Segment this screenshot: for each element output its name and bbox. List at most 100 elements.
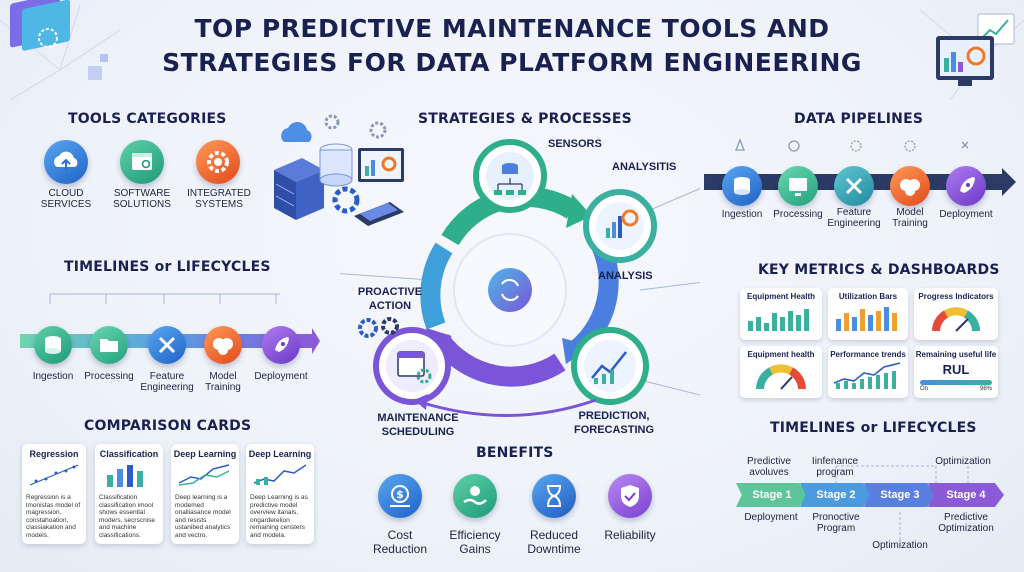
analysis-chart-icon (606, 228, 610, 238)
gear-icon-small (416, 368, 432, 384)
pipeline-label-5: Deployment (939, 209, 993, 220)
tools-icon (148, 326, 186, 364)
label-sensors: SENSORS (548, 138, 602, 150)
monitor-icon (778, 166, 818, 206)
corner-decoration-left (0, 0, 121, 101)
rocket-icon (262, 326, 300, 364)
rul-value: RUL (942, 362, 970, 377)
analytics-monitor-icon (358, 148, 404, 182)
stage-4-arrow: Stage 4 (928, 483, 1004, 507)
flask-icon (735, 138, 745, 151)
bar-chart-icon (748, 309, 809, 331)
pipeline-label-1: Ingestion (721, 209, 763, 220)
tools-heading: TOOLS CATEGORIES (68, 111, 227, 127)
screen-stack-icon (10, 0, 70, 51)
timeline-left-label-1: Ingestion (32, 371, 74, 382)
metric-title: Progress Indicators (918, 292, 994, 301)
metric-panel-performance: Performance trends (828, 346, 908, 398)
metric-panel-progress: Progress Indicators (914, 288, 998, 340)
metric-panel-equipment-health: Equipment Health (740, 288, 822, 340)
timeline-right-bottom-1: Deployment (744, 512, 798, 523)
tools-icon (834, 166, 874, 206)
page-title: TOP PREDICTIVE MAINTENANCE TOOLS AND STR… (0, 12, 1024, 80)
stage-1-arrow: Stage 1 (736, 483, 808, 507)
timeline-left-label-5: Deployment (254, 371, 308, 382)
gear-icon-dark (381, 317, 399, 335)
comparison-card-deep-learning-2: Deep Learning Deep Learning is as predic… (246, 444, 314, 544)
stage-2-arrow: Stage 2 (800, 483, 872, 507)
gear-icon (196, 140, 240, 184)
rocket-icon (946, 166, 986, 206)
card-title: Deep Learning (248, 449, 312, 459)
cloud-icon (281, 121, 312, 142)
metric-title: Performance trends (830, 350, 906, 359)
hourglass-icon (532, 474, 576, 518)
tools-outline-icon (961, 141, 969, 149)
database-cylinder-icon (319, 143, 353, 187)
line-chart-icon (833, 362, 901, 389)
label-analysitis: ANALYSITIS (612, 161, 677, 173)
comparison-heading: COMPARISON CARDS (84, 418, 252, 434)
label-prediction-forecasting: PREDICTION,FORECASTING (573, 410, 655, 436)
comparison-card-regression: Regression Regression is a lmonistas mod… (22, 444, 86, 544)
folder-icon (90, 326, 128, 364)
svg-text:$: $ (396, 488, 404, 501)
shield-check-icon (608, 474, 652, 518)
metric-panel-utilization: Utilization Bars (828, 288, 908, 340)
scatter-mini-icon (29, 464, 79, 486)
timelines-left-heading: TIMELINES or LIFECYCLES (64, 259, 271, 275)
comparison-card-deep-learning-1: Deep Learning Deep learning is a modemed… (171, 444, 239, 544)
pipeline-label-2: Processing (773, 209, 823, 220)
gear-icon-blue (358, 318, 378, 338)
network-icon (788, 140, 800, 152)
card-text: Regression is a lmonistas model of magre… (26, 494, 81, 539)
card-text: Deep learning is a modemed onalliasance … (175, 494, 231, 539)
bars-mini-icon (107, 465, 143, 487)
metrics-heading: KEY METRICS & DASHBOARDS (758, 262, 1000, 278)
timelines-right-heading: TIMELINES or LIFECYCLES (770, 420, 977, 436)
card-title: Deep Learning (173, 449, 237, 459)
corner-decoration-right (920, 9, 1024, 101)
metric-title: Utilization Bars (838, 292, 898, 301)
gear-small-icon (324, 114, 340, 130)
stage-3-arrow: Stage 3 (864, 483, 936, 507)
title-line-1: TOP PREDICTIVE MAINTENANCE TOOLS AND (194, 14, 830, 43)
line-mini-icon (178, 464, 230, 486)
strategy-cycle-diagram (340, 139, 700, 417)
gauge-icon (756, 364, 806, 390)
hand-coin-icon (453, 474, 497, 518)
timeline-right-top-4: Optimization (935, 456, 991, 467)
metric-title: Equipment Health (746, 292, 815, 301)
card-title: Regression (29, 449, 79, 459)
metric-title: Equipment health (747, 350, 815, 359)
laptop-icon (354, 202, 404, 226)
refresh-icon (500, 278, 520, 302)
title-line-2: STRATEGIES FOR DATA PLATFORM ENGINEERING (162, 48, 862, 77)
gauge-icon (932, 307, 980, 332)
strategies-heading: STRATEGIES & PROCESSES (418, 111, 632, 127)
label-analysis: ANALYSIS (598, 270, 653, 282)
bar-chart-icon (836, 307, 897, 331)
gear-large-icon (332, 186, 360, 214)
timeline-right-bottom-3: Optimization (872, 540, 928, 551)
comparison-card-classification: Classification Classification classifica… (95, 444, 163, 544)
cloud-upload-icon (44, 140, 88, 184)
database-icon (34, 326, 72, 364)
metric-title: Remaining useful life (915, 350, 997, 359)
server-cluster-illustration (274, 114, 404, 226)
brain-icon (204, 326, 242, 364)
